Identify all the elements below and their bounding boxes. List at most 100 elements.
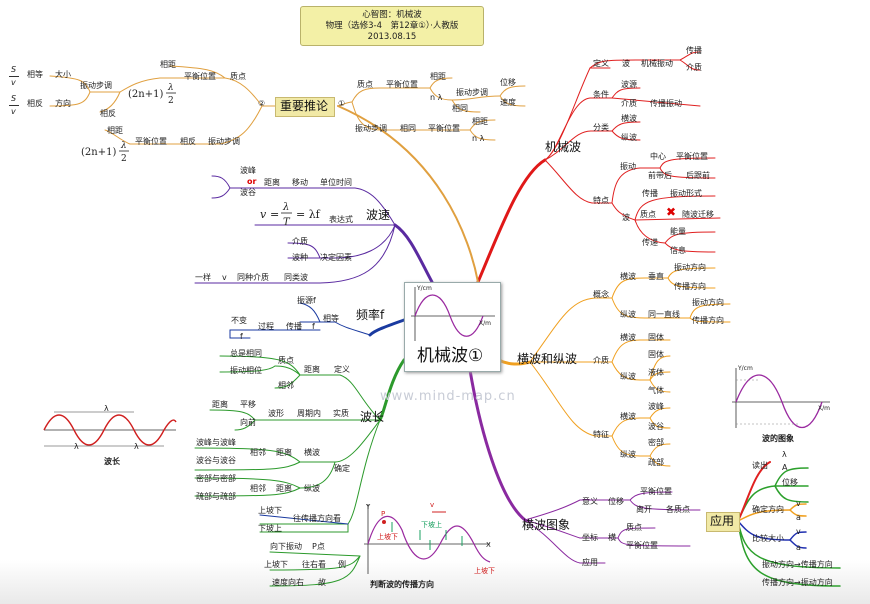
node-tongleibo: 同类波 <box>284 273 308 282</box>
node-hz-hengbo2: 横波 <box>620 333 636 342</box>
node-tl-xiangtong2: 相同 <box>400 124 416 133</box>
node-zhendongxingshi: 振动形式 <box>670 189 702 198</box>
node-bc-zongbo: 纵波 <box>304 484 320 493</box>
node-bofeng: 波峰 <box>648 402 664 411</box>
node-chuanbofangxiang2: 传播方向 <box>692 316 724 325</box>
node-pl-f: f <box>312 322 315 331</box>
node-bs-or: or <box>247 177 257 186</box>
node-hz-zongbo: 纵波 <box>620 310 636 319</box>
node-bc-dingyi: 定义 <box>334 365 350 374</box>
branch-line-bochang <box>378 358 406 422</box>
node-tl-S2: S <box>11 94 17 103</box>
node-bc-xianglin3: 相邻 <box>250 484 266 493</box>
node-tx-yingyong: 应用 <box>582 558 598 567</box>
node-bozhong: 波种 <box>292 253 308 262</box>
node-bc-xianglin: 相邻 <box>278 381 294 390</box>
branch-bosu: 波速 <box>366 208 391 222</box>
node-zhouqinei: 周期内 <box>297 409 321 418</box>
judge-Y: Y <box>366 503 371 511</box>
node-jd-li: 例 <box>338 560 346 569</box>
node-tl-xiangju: 相距 <box>430 72 446 81</box>
svg-text:2: 2 <box>121 154 127 164</box>
node-gezhidian: 各质点 <box>666 505 690 514</box>
branch-line-pinlv <box>368 318 406 337</box>
formula-2n-plus-1-top: (2n+1) λ 2 <box>128 83 176 106</box>
svg-text:= λf: = λf <box>296 208 321 221</box>
wavelength-lambda-top: λ <box>104 404 109 413</box>
node-jixie-zhendong: 机械振动 <box>641 59 673 68</box>
node-bc-juli3: 距离 <box>276 484 292 493</box>
node-tl-zhendongbuzhou4: 振动步调 <box>208 137 240 146</box>
node-tl-fangxiang: 方向 <box>55 99 71 108</box>
node-fenlei: 分类 <box>593 123 609 132</box>
node-tiaojian: 条件 <box>593 90 609 99</box>
branch-line-tuxiang <box>468 368 527 522</box>
wavelength-lambda-left: λ <box>74 442 79 451</box>
node-dingyi: 定义 <box>593 59 609 68</box>
judge-caption: 判断波的传播方向 <box>370 580 434 589</box>
node-zhendongfangxiang: 振动方向 <box>674 263 706 272</box>
node-tx-pinghengweizhi2: 平衡位置 <box>626 541 658 550</box>
node-zhendong: 振动 <box>620 162 636 171</box>
node-bs-bofeng: 波峰 <box>240 166 256 175</box>
node-guti2: 固体 <box>648 350 664 359</box>
node-gainian: 概念 <box>593 290 609 299</box>
header-date: 2013.08.15 <box>367 32 417 42</box>
node-bs-v: v <box>222 273 227 282</box>
node-bo: 波 <box>622 59 630 68</box>
judge-X: X <box>486 541 491 549</box>
node-jd-gu: 故 <box>318 578 326 587</box>
node-xiangxiazhendong: 向下振动 <box>270 542 302 551</box>
node-app-lambda: λ <box>782 450 787 459</box>
node-tl-xiangju3: 相距 <box>160 60 176 69</box>
node-boxing: 波形 <box>268 409 284 418</box>
judge-direction-figure <box>364 504 491 574</box>
node-tongzhongjiezhi: 同种介质 <box>237 273 269 282</box>
node-juedingyinsu: 决定因素 <box>320 253 352 262</box>
node-tl-v2: v <box>11 107 16 116</box>
node-tx-zhidian: 质点 <box>626 523 642 532</box>
node-hz-hengbo3: 横波 <box>620 412 636 421</box>
node-qiandaihou: 前带后 <box>648 171 672 180</box>
node-tx-pinghengweizhi: 平衡位置 <box>640 487 672 496</box>
node-circ1: ① <box>338 99 346 108</box>
node-wangchuanbofangxiangkan: 往传播方向看 <box>293 514 341 523</box>
node-wangyoukan: 往右看 <box>302 560 326 569</box>
node-tl-pinghengweizhi: 平衡位置 <box>386 80 418 89</box>
node-yiyang: 一样 <box>195 273 211 282</box>
node-suiboqianyi: 随波迁移 <box>682 210 714 219</box>
node-guocheng: 过程 <box>258 322 274 331</box>
center-xlabel: X/m <box>479 320 491 327</box>
wavelength-figure <box>43 411 177 447</box>
node-bijiaodaxiao: 比较大小 <box>752 534 784 543</box>
node-hz-zongbo2: 纵波 <box>620 372 636 381</box>
node-zuobiao: 坐标 <box>582 533 598 542</box>
node-app-v: v <box>796 499 801 508</box>
node-app-A: A <box>782 463 788 472</box>
node-qiti: 气体 <box>648 386 664 395</box>
node-jd-shangpoxia: 上坡下 <box>258 506 282 515</box>
svg-text:T: T <box>283 217 291 228</box>
branch-line-bosu <box>393 223 434 284</box>
node-hz-hengbo: 横波 <box>620 272 636 281</box>
branch-yingyong: 应用 <box>710 514 735 528</box>
node-jd-xiapoxia: 下坡上 <box>258 524 282 533</box>
node-biaodashi: 表达式 <box>329 215 353 224</box>
node-xinxi: 信息 <box>670 246 686 255</box>
watermark: www.mind-map.cn <box>380 389 516 404</box>
node-zhendongxiangwei: 振动相位 <box>230 366 262 375</box>
node-c2z: 传播方向→振动方向 <box>762 578 833 587</box>
node-mibuyumibu: 密部与密部 <box>196 474 236 483</box>
node-app-v2: v <box>796 527 801 536</box>
node-boguyubogu: 波谷与波谷 <box>196 456 236 465</box>
node-bs-yidong: 移动 <box>292 178 308 187</box>
svg-text:λ: λ <box>282 202 289 213</box>
frac-line-2 <box>9 105 19 106</box>
node-pingyi: 平移 <box>240 400 256 409</box>
node-tl-xiangfan2: 相反 <box>100 109 116 118</box>
header-title: 心智图：机械波 <box>362 10 422 20</box>
svg-text:v: v <box>260 208 267 221</box>
node-bc-xianglin2: 相邻 <box>250 448 266 457</box>
wave-image-ylabel: Y/cm <box>738 365 753 372</box>
